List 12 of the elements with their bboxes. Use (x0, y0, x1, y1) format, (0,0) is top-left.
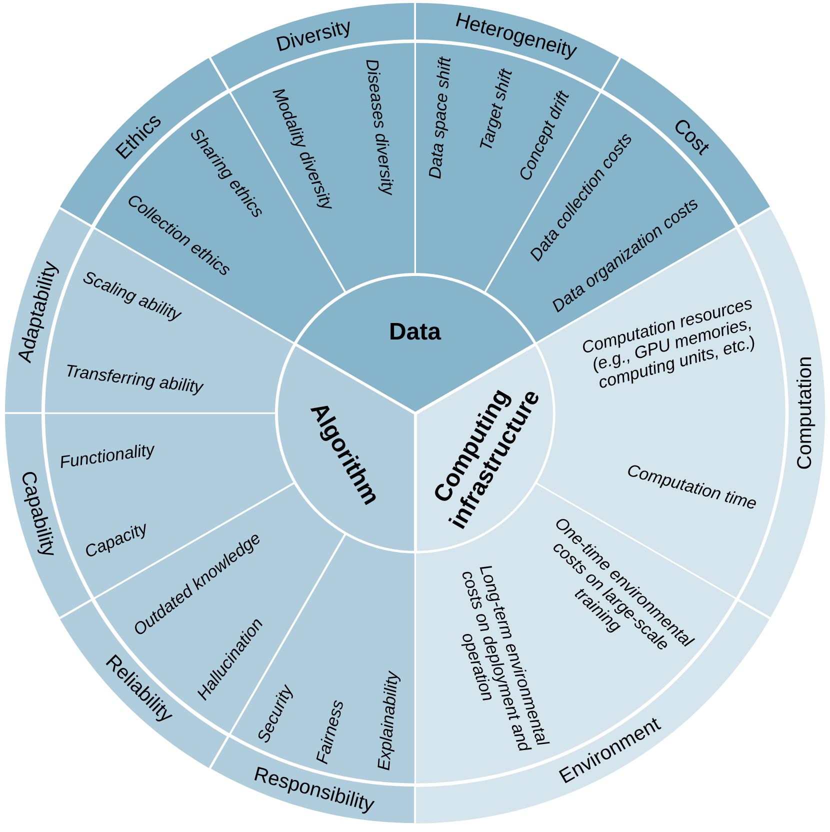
ring-label: Capability (16, 468, 60, 560)
item-label: Fairness (312, 698, 348, 766)
item-label: Explainability (374, 670, 402, 772)
core-title: Data (388, 320, 441, 346)
item-label: Target shift (476, 66, 516, 152)
ring-label: Computation (794, 356, 816, 470)
item-label: Functionality (58, 440, 156, 472)
item-label: Data space shift (425, 56, 454, 180)
ring-label: Diversity (274, 16, 354, 58)
core-wedge (278, 346, 414, 550)
item-label: Diseases diversity (362, 58, 398, 196)
item-label: Transferring ability (64, 360, 204, 396)
